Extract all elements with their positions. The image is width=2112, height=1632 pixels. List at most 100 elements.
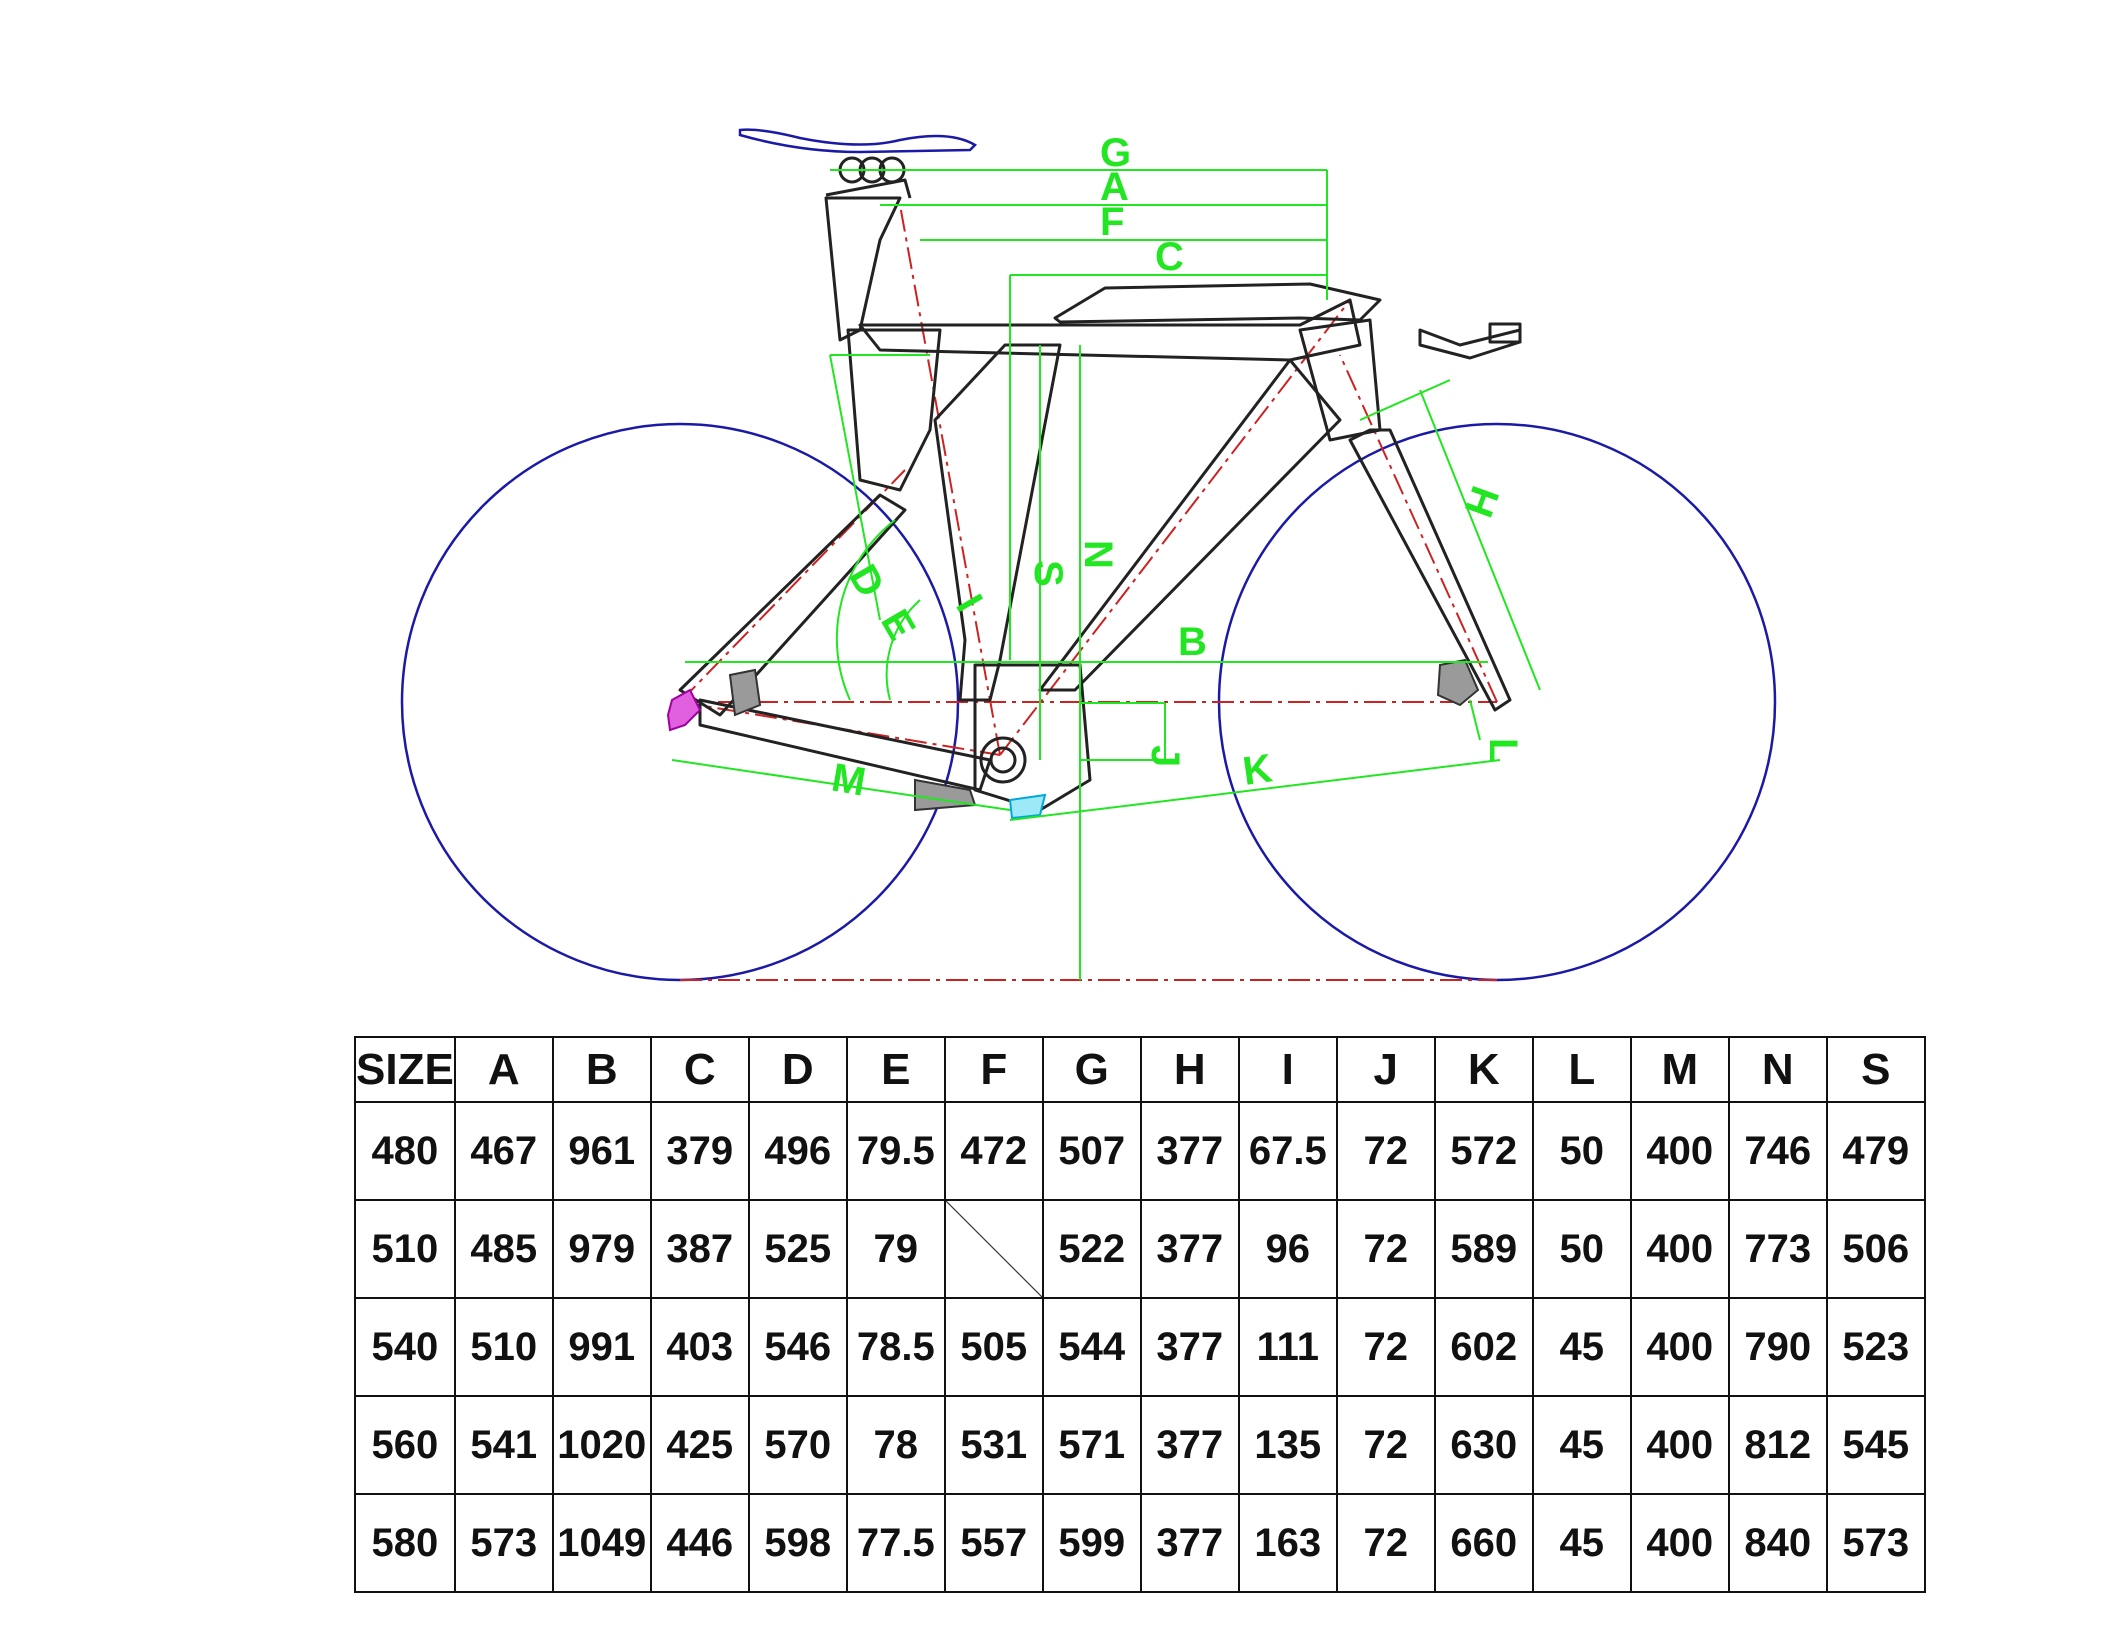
geometry-header-row: SIZE A B C D E F G H I J K L M N S bbox=[354, 1036, 1926, 1103]
table-cell: 163 bbox=[1237, 1493, 1338, 1593]
bike-geometry-drawing: G A F C S N H D E I B J M K L bbox=[400, 128, 1777, 982]
dim-label-d: D bbox=[840, 558, 893, 605]
bike-frame bbox=[678, 156, 1522, 812]
col-header-s: S bbox=[1825, 1036, 1926, 1103]
table-cell: 387 bbox=[649, 1199, 750, 1299]
table-cell: 400 bbox=[1629, 1199, 1730, 1299]
table-cell: 78.5 bbox=[845, 1297, 946, 1397]
table-cell: 522 bbox=[1041, 1199, 1142, 1299]
table-cell: 573 bbox=[1825, 1493, 1926, 1593]
table-cell: 50 bbox=[1531, 1199, 1632, 1299]
dim-label-c: C bbox=[1155, 235, 1184, 279]
dim-label-n: N bbox=[1076, 540, 1120, 569]
size-cell: 510 bbox=[354, 1199, 456, 1299]
table-cell: 660 bbox=[1433, 1493, 1534, 1593]
table-cell: 506 bbox=[1825, 1199, 1926, 1299]
dim-label-l: L bbox=[1481, 738, 1525, 762]
table-cell: 72 bbox=[1335, 1297, 1436, 1397]
table-cell: 570 bbox=[747, 1395, 848, 1495]
dim-label-j: J bbox=[1143, 745, 1187, 767]
table-cell: 979 bbox=[551, 1199, 652, 1299]
table-cell: 525 bbox=[747, 1199, 848, 1299]
dim-label-a: A bbox=[1100, 165, 1129, 209]
col-header-k: K bbox=[1433, 1036, 1534, 1103]
table-cell: 485 bbox=[453, 1199, 554, 1299]
table-cell: 1049 bbox=[551, 1493, 652, 1593]
bottom-bracket-accent bbox=[1008, 793, 1047, 820]
table-cell: 472 bbox=[943, 1101, 1044, 1201]
table-cell: 400 bbox=[1629, 1395, 1730, 1495]
table-cell: 496 bbox=[747, 1101, 848, 1201]
dim-label-s: S bbox=[1026, 560, 1070, 587]
table-cell: 72 bbox=[1335, 1493, 1436, 1593]
table-cell: 377 bbox=[1139, 1199, 1240, 1299]
table-cell: 377 bbox=[1139, 1493, 1240, 1593]
table-cell: 467 bbox=[453, 1101, 554, 1201]
table-cell: 45 bbox=[1531, 1395, 1632, 1495]
table-cell: 572 bbox=[1433, 1101, 1534, 1201]
table-cell: 541 bbox=[453, 1395, 554, 1495]
dim-label-h: H bbox=[1457, 481, 1508, 523]
dim-label-i: I bbox=[947, 588, 991, 620]
table-cell: 773 bbox=[1727, 1199, 1828, 1299]
table-cell: 812 bbox=[1727, 1395, 1828, 1495]
table-cell: 45 bbox=[1531, 1493, 1632, 1593]
col-header-j: J bbox=[1335, 1036, 1436, 1103]
table-cell: 840 bbox=[1727, 1493, 1828, 1593]
col-header-e: E bbox=[845, 1036, 946, 1103]
table-cell: 79 bbox=[845, 1199, 946, 1299]
table-cell: 79.5 bbox=[845, 1101, 946, 1201]
col-header-m: M bbox=[1629, 1036, 1730, 1103]
table-cell: 589 bbox=[1433, 1199, 1534, 1299]
table-cell: 72 bbox=[1335, 1199, 1436, 1299]
table-cell: 746 bbox=[1727, 1101, 1828, 1201]
col-header-i: I bbox=[1237, 1036, 1338, 1103]
table-cell: 135 bbox=[1237, 1395, 1338, 1495]
table-cell: 72 bbox=[1335, 1395, 1436, 1495]
table-cell: 400 bbox=[1629, 1101, 1730, 1201]
table-cell: 111 bbox=[1237, 1297, 1338, 1397]
table-cell: 425 bbox=[649, 1395, 750, 1495]
col-header-b: B bbox=[551, 1036, 652, 1103]
table-cell: 573 bbox=[453, 1493, 554, 1593]
table-cell: 523 bbox=[1825, 1297, 1926, 1397]
size-cell: 580 bbox=[354, 1493, 456, 1593]
table-cell: 1020 bbox=[551, 1395, 652, 1495]
col-header-a: A bbox=[453, 1036, 554, 1103]
table-cell: 379 bbox=[649, 1101, 750, 1201]
table-cell: 77.5 bbox=[845, 1493, 946, 1593]
col-header-c: C bbox=[649, 1036, 750, 1103]
table-cell: 400 bbox=[1629, 1493, 1730, 1593]
saddle bbox=[738, 128, 978, 154]
dim-label-f: F bbox=[1100, 200, 1124, 244]
table-cell: 557 bbox=[943, 1493, 1044, 1593]
col-header-size: SIZE bbox=[354, 1036, 456, 1103]
dim-label-e: E bbox=[872, 603, 923, 648]
table-cell: 446 bbox=[649, 1493, 750, 1593]
table-cell: 403 bbox=[649, 1297, 750, 1397]
table-cell: 50 bbox=[1531, 1101, 1632, 1201]
table-cell: 598 bbox=[747, 1493, 848, 1593]
dim-label-b: B bbox=[1178, 620, 1207, 664]
table-cell: 45 bbox=[1531, 1297, 1632, 1397]
col-header-g: G bbox=[1041, 1036, 1142, 1103]
table-cell: 479 bbox=[1825, 1101, 1926, 1201]
size-cell: 560 bbox=[354, 1395, 456, 1495]
table-cell: 545 bbox=[1825, 1395, 1926, 1495]
table-cell: 377 bbox=[1139, 1395, 1240, 1495]
table-cell: 991 bbox=[551, 1297, 652, 1397]
front-brake bbox=[1436, 658, 1480, 707]
dim-label-g: G bbox=[1100, 131, 1131, 175]
table-cell: 531 bbox=[943, 1395, 1044, 1495]
dim-label-m: M bbox=[828, 756, 868, 805]
table-cell: 78 bbox=[845, 1395, 946, 1495]
table-cell: 571 bbox=[1041, 1395, 1142, 1495]
table-cell: 72 bbox=[1335, 1101, 1436, 1201]
col-header-n: N bbox=[1727, 1036, 1828, 1103]
